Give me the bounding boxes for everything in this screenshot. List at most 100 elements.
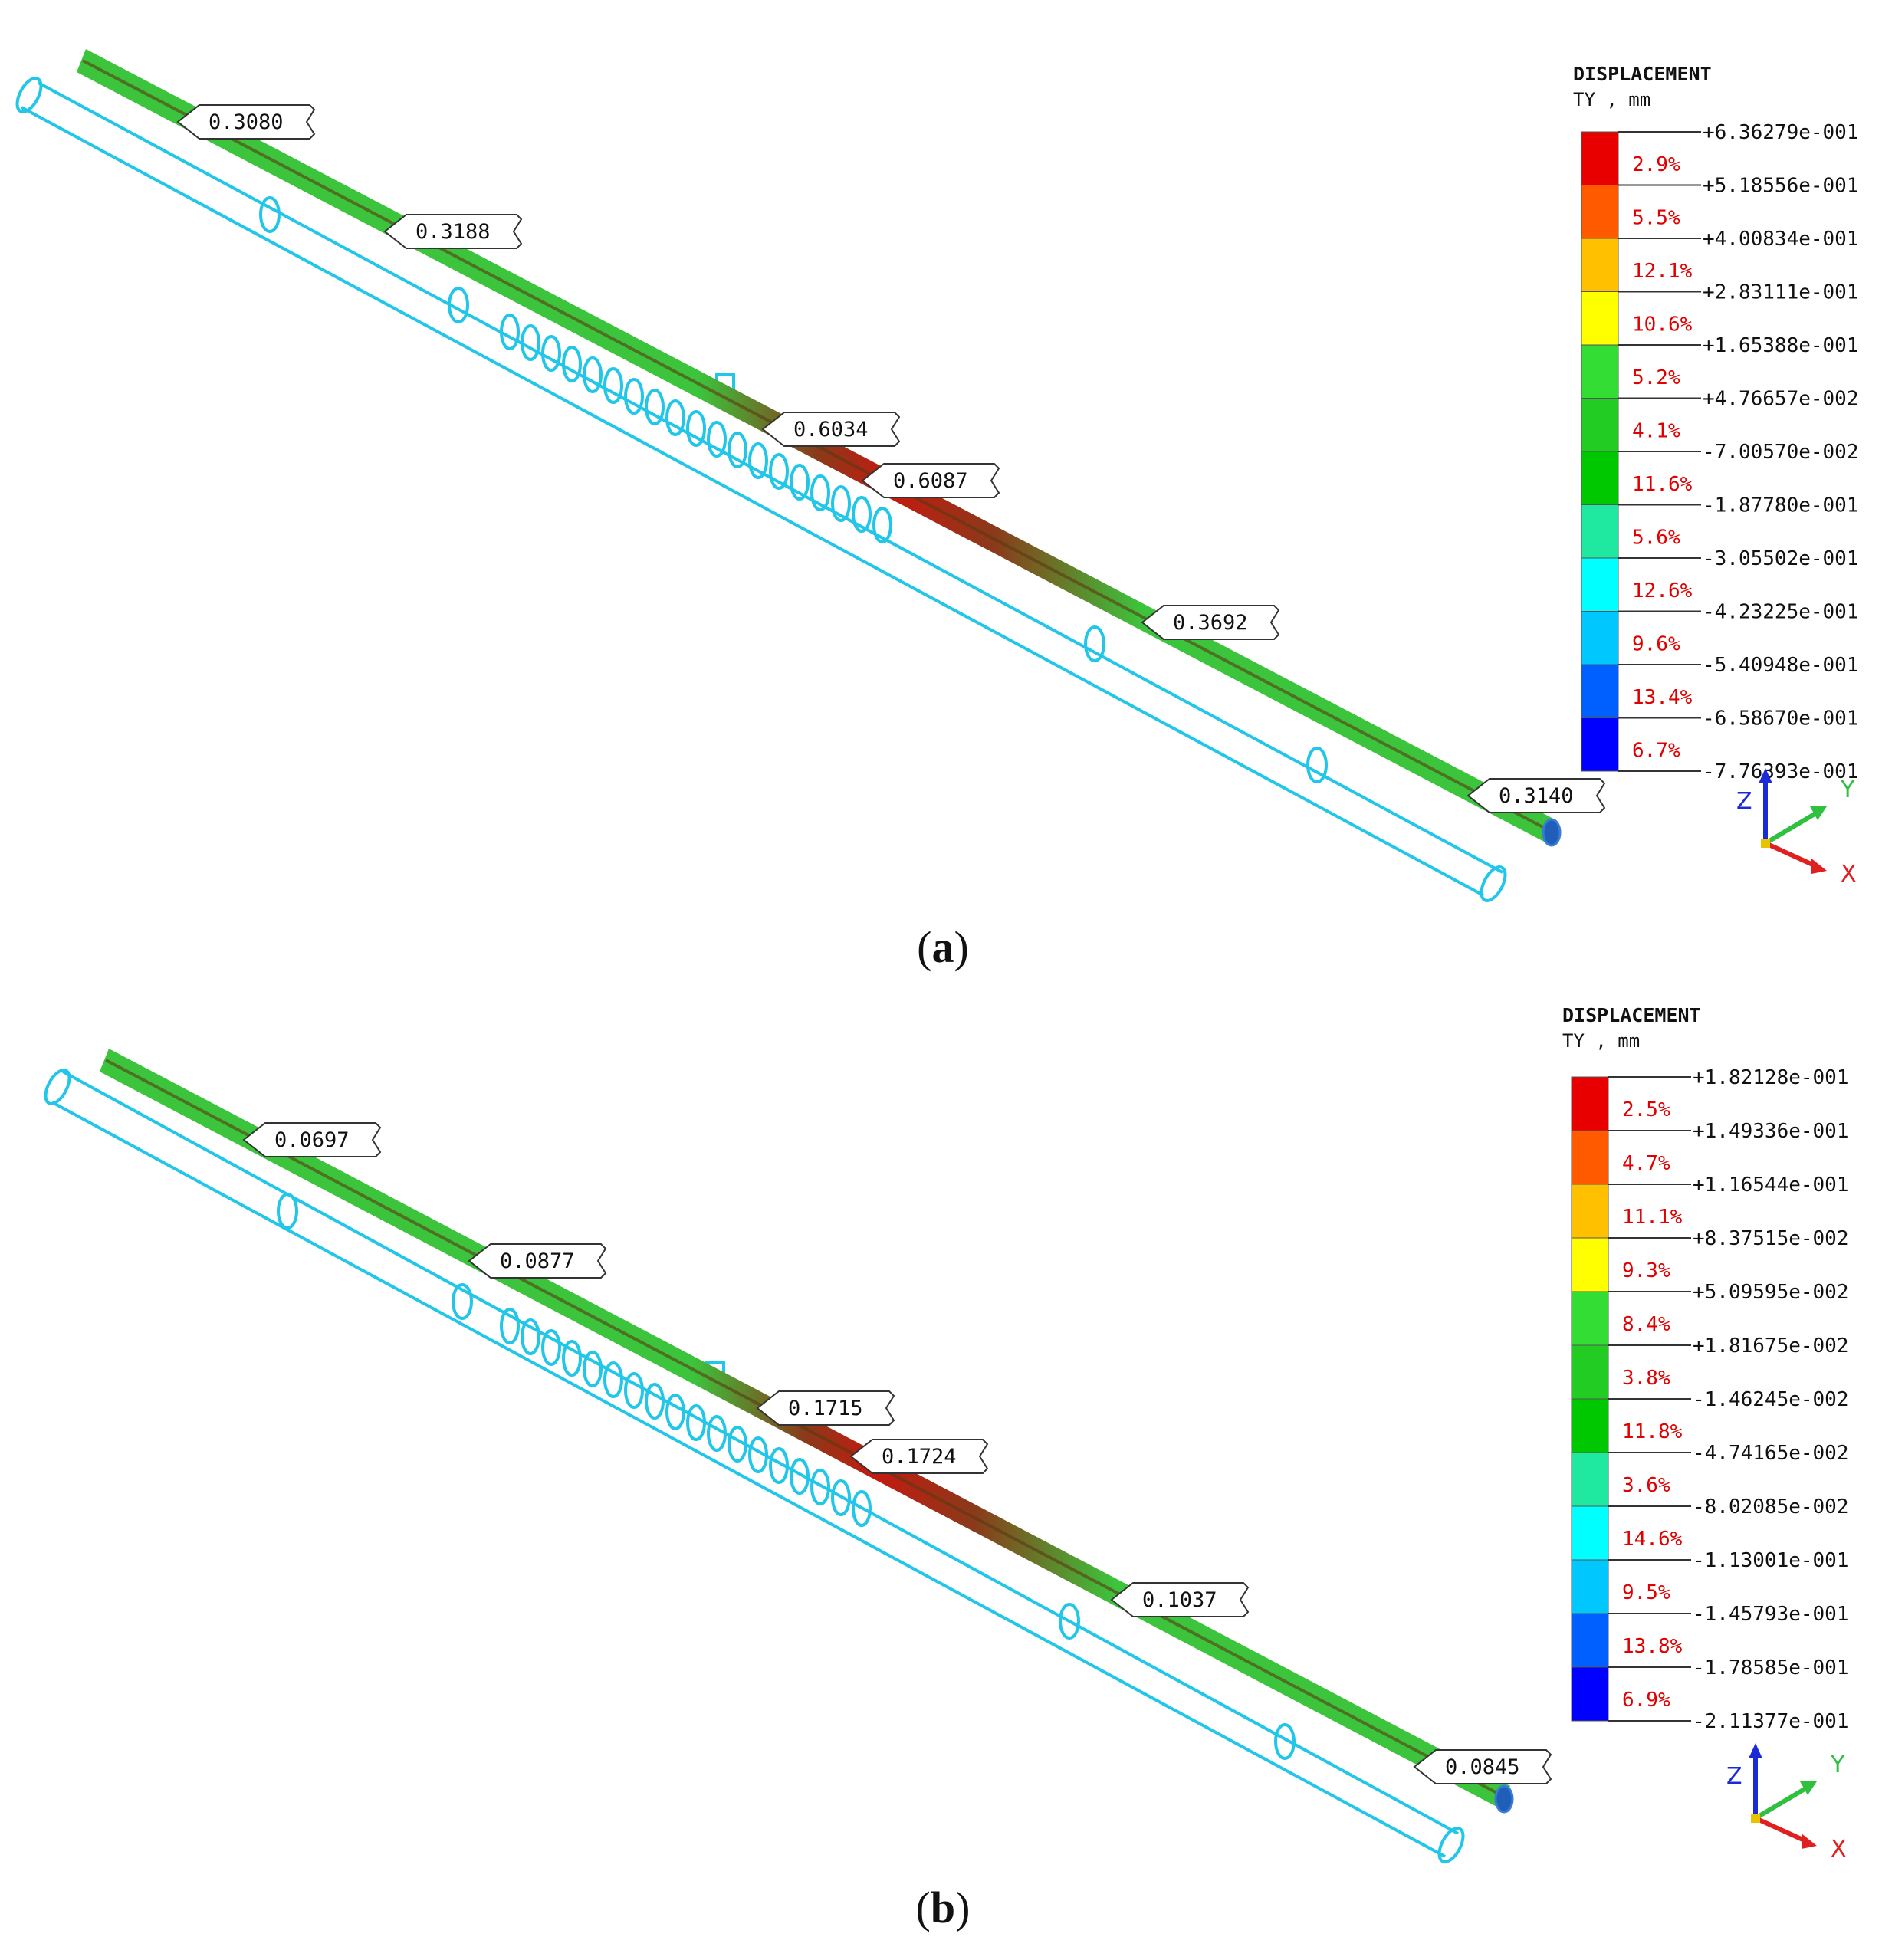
legend-percent: 3.6% (1622, 1474, 1670, 1497)
beam-a (77, 49, 1562, 847)
callout-value: 0.1724 (882, 1445, 957, 1469)
legend-b: DISPLACEMENT TY , mm +1.82128e-001+1.493… (1562, 1004, 1849, 1733)
coordinate-triad-a: Z Y X (1736, 768, 1857, 888)
y-axis-arrow (1754, 1787, 1806, 1820)
legend-percent: 5.5% (1632, 206, 1680, 229)
callout-b-5: 0.1037 (1110, 1582, 1250, 1617)
legend-percent: 12.1% (1632, 260, 1693, 283)
callout-a-5: 0.3692 (1141, 605, 1280, 640)
z-axis-label: Z (1726, 1763, 1742, 1790)
legend-swatch (1571, 1559, 1609, 1614)
legend-swatch (1571, 1398, 1609, 1453)
legend-swatch (1581, 557, 1619, 612)
model-view-a: 0.3080 0.3188 0.6034 0.6087 0.3692 0.314… (15, 49, 1606, 902)
callout-a-3: 0.6034 (761, 412, 901, 447)
callout-a-2: 0.3188 (383, 214, 523, 249)
callout-value: 0.0877 (500, 1249, 575, 1273)
legend-boundary-value: -4.74165e-002 (1693, 1442, 1849, 1465)
legend-boundary-value: -1.46245e-002 (1693, 1388, 1849, 1411)
legend-swatch (1581, 398, 1619, 452)
legend-boundary-value: +4.76657e-002 (1703, 388, 1859, 411)
beam-b (100, 1049, 1514, 1814)
legend-boundary-value: -1.13001e-001 (1693, 1549, 1849, 1572)
legend-swatch (1581, 504, 1619, 559)
legend-percent: 6.9% (1622, 1689, 1670, 1712)
callout-b-1: 0.0697 (242, 1122, 382, 1157)
panel-caption-a: (a) (917, 922, 969, 972)
x-axis-label: X (1841, 861, 1857, 888)
x-axis-label: X (1831, 1836, 1847, 1863)
legend-swatches (1581, 131, 1619, 772)
legend-boundary-value: +1.81675e-002 (1693, 1335, 1849, 1358)
legend-percent: 9.3% (1622, 1259, 1670, 1282)
pipe-supports-b (500, 1308, 872, 1527)
panel-caption-b: (b) (916, 1883, 971, 1932)
legend-swatch (1581, 664, 1619, 718)
legend-boundary-value: -2.11377e-001 (1693, 1710, 1849, 1733)
callout-value: 0.1037 (1142, 1588, 1217, 1612)
legend-percent: 3.8% (1622, 1367, 1670, 1390)
legend-boundary-value: -7.00570e-002 (1703, 441, 1859, 464)
legend-boundary-value: +1.49336e-001 (1693, 1120, 1849, 1143)
legend-percent: 2.9% (1632, 153, 1680, 176)
callout-b-3: 0.1715 (756, 1390, 895, 1426)
legend-boundary-value: +6.36279e-001 (1703, 121, 1859, 144)
callout-value: 0.3188 (415, 220, 491, 244)
legend-swatch (1581, 451, 1619, 505)
legend-swatch (1571, 1666, 1609, 1722)
legend-boundary-value: +4.00834e-001 (1703, 228, 1859, 251)
legend-swatch (1571, 1076, 1609, 1131)
legend-percent: 10.6% (1632, 313, 1693, 336)
legend-swatch (1571, 1291, 1609, 1346)
legend-swatch (1581, 185, 1619, 239)
legend-percent: 11.6% (1632, 473, 1693, 496)
legend-percent: 11.8% (1622, 1420, 1683, 1443)
legend-percent: 11.1% (1622, 1206, 1683, 1229)
legend-boundary-value: +5.09595e-002 (1693, 1281, 1849, 1304)
legend-swatches (1571, 1076, 1609, 1722)
legend-a: DISPLACEMENT TY , mm +6.36279e-001+5.185… (1573, 63, 1859, 783)
legend-swatch (1581, 131, 1619, 185)
legend-percent: 13.4% (1632, 686, 1693, 709)
legend-percent: 13.8% (1622, 1635, 1683, 1658)
legend-swatch (1581, 611, 1619, 665)
legend-swatch (1571, 1452, 1609, 1507)
legend-swatch (1581, 344, 1619, 399)
legend-percent: 8.4% (1622, 1313, 1670, 1336)
legend-swatch (1581, 717, 1619, 772)
legend-percent: 5.2% (1632, 366, 1680, 389)
callout-a-1: 0.3080 (176, 104, 316, 140)
legend-swatch (1571, 1505, 1609, 1561)
legend-swatch (1571, 1130, 1609, 1185)
legend-title: DISPLACEMENT (1562, 1004, 1701, 1026)
legend-boundary-value: +1.65388e-001 (1703, 334, 1859, 357)
legend-boundary-value: +1.82128e-001 (1693, 1066, 1849, 1089)
callout-b-2: 0.0877 (468, 1243, 607, 1279)
y-axis-arrow (1764, 812, 1816, 845)
legend-boundary-value: -5.40948e-001 (1703, 654, 1859, 677)
legend-percent: 4.1% (1632, 419, 1680, 442)
legend-boundary-value: +1.16544e-001 (1693, 1174, 1849, 1197)
y-axis-label: Y (1830, 1752, 1845, 1778)
legend-boundary-value: -6.58670e-001 (1703, 708, 1859, 730)
legend-percent: 5.6% (1632, 526, 1680, 549)
legend-boundary-value: +5.18556e-001 (1703, 175, 1859, 198)
callout-value: 0.1715 (788, 1397, 863, 1420)
legend-labels: +6.36279e-001 +5.18556e-001 +4.00834e-001 +… (1618, 121, 1859, 783)
legend-boundary-value: +8.37515e-002 (1693, 1227, 1849, 1250)
callout-a-6: 0.3140 (1467, 778, 1606, 813)
callout-value: 0.3692 (1173, 611, 1248, 635)
pipe-outline-b (44, 1069, 1465, 1863)
legend-labels: +1.82128e-001 +1.49336e-001 +1.16544e-001 +… (1608, 1066, 1849, 1733)
callout-value: 0.6034 (793, 418, 869, 442)
legend-boundary-value: -7.76393e-001 (1703, 760, 1859, 783)
legend-percent: 2.5% (1622, 1098, 1670, 1121)
callout-b-6: 0.0845 (1413, 1749, 1552, 1784)
legend-boundary-value: -4.23225e-001 (1703, 601, 1859, 624)
legend-title: DISPLACEMENT (1573, 63, 1712, 85)
legend-swatch (1581, 291, 1619, 346)
legend-percent: 12.6% (1632, 579, 1693, 602)
callout-value: 0.0697 (274, 1128, 350, 1152)
legend-boundary-value: +2.83111e-001 (1703, 281, 1859, 304)
callout-value: 0.0845 (1445, 1755, 1520, 1779)
